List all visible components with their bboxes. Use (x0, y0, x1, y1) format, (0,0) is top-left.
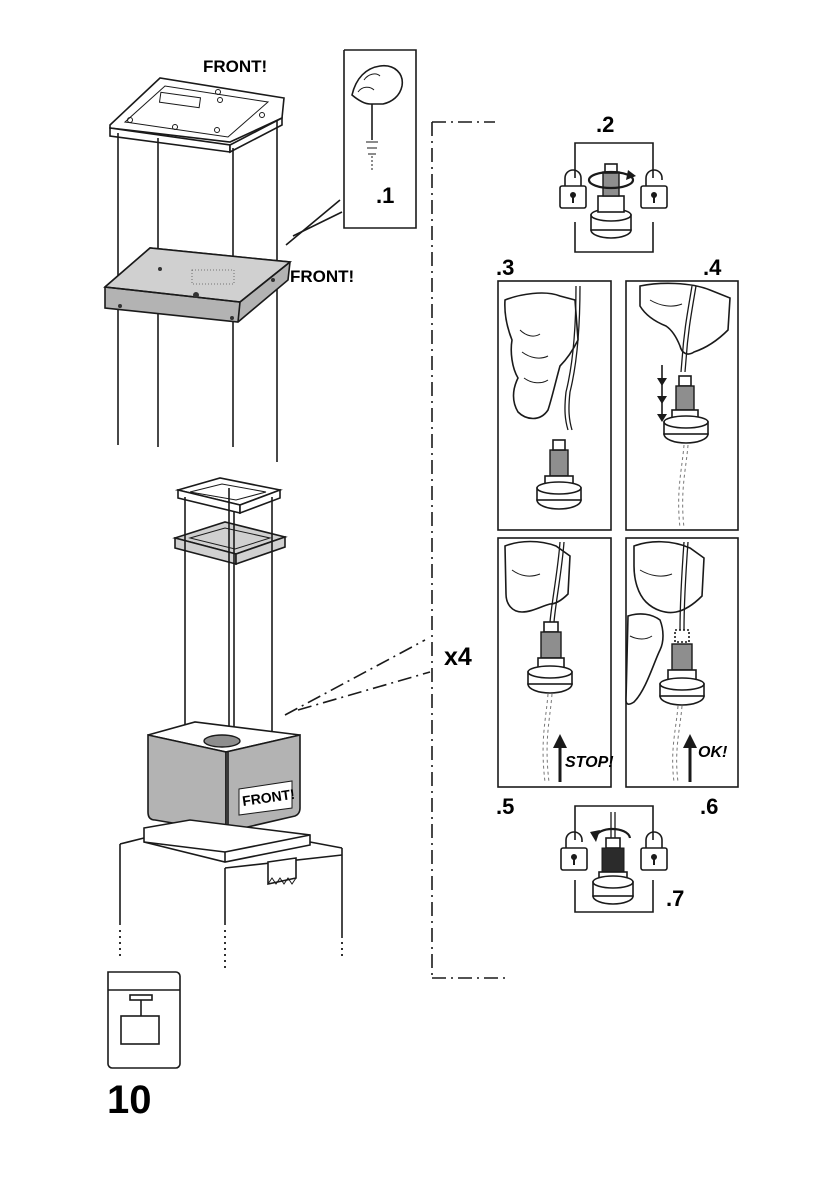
up-arrow-icon (683, 734, 697, 782)
page-icon-box (108, 972, 180, 1068)
ok-callout: OK! (698, 744, 728, 761)
lower-suspension-cables (185, 488, 272, 752)
step-label-5: .5 (496, 794, 514, 819)
down-arrow-icon (657, 365, 667, 422)
step-label-4: .4 (703, 255, 722, 280)
detail-7-panel (561, 806, 667, 912)
detail-4-panel (626, 281, 738, 530)
quantity-multiplier: x4 (444, 643, 472, 671)
detail-5-panel (498, 538, 611, 787)
hand-icon (505, 293, 578, 418)
cooker-hood (148, 722, 300, 832)
step-label-3: .3 (496, 255, 514, 280)
ceiling-bracket (110, 78, 284, 152)
step-label-6: .6 (700, 794, 718, 819)
front-label-bracket: FRONT! (203, 57, 267, 76)
front-label-plate: FRONT! (290, 267, 354, 286)
ceiling-block (120, 820, 342, 968)
lock-open-icon (561, 832, 587, 870)
mounting-plate (105, 248, 290, 322)
x4-pointer (285, 640, 430, 715)
duct-cover-grey (175, 522, 285, 564)
detail-3-panel (498, 281, 611, 530)
lock-closed-icon (641, 832, 667, 870)
detail-bracket (432, 122, 508, 978)
step-label-7: .7 (666, 886, 684, 911)
step-label-2: .2 (596, 112, 614, 137)
stop-callout: STOP! (565, 754, 614, 771)
lock-open-icon (641, 170, 667, 208)
lock-closed-icon (560, 170, 586, 208)
detail-2-panel (560, 143, 667, 252)
step-label-1: .1 (376, 183, 394, 208)
page-number: 10 (107, 1078, 152, 1122)
